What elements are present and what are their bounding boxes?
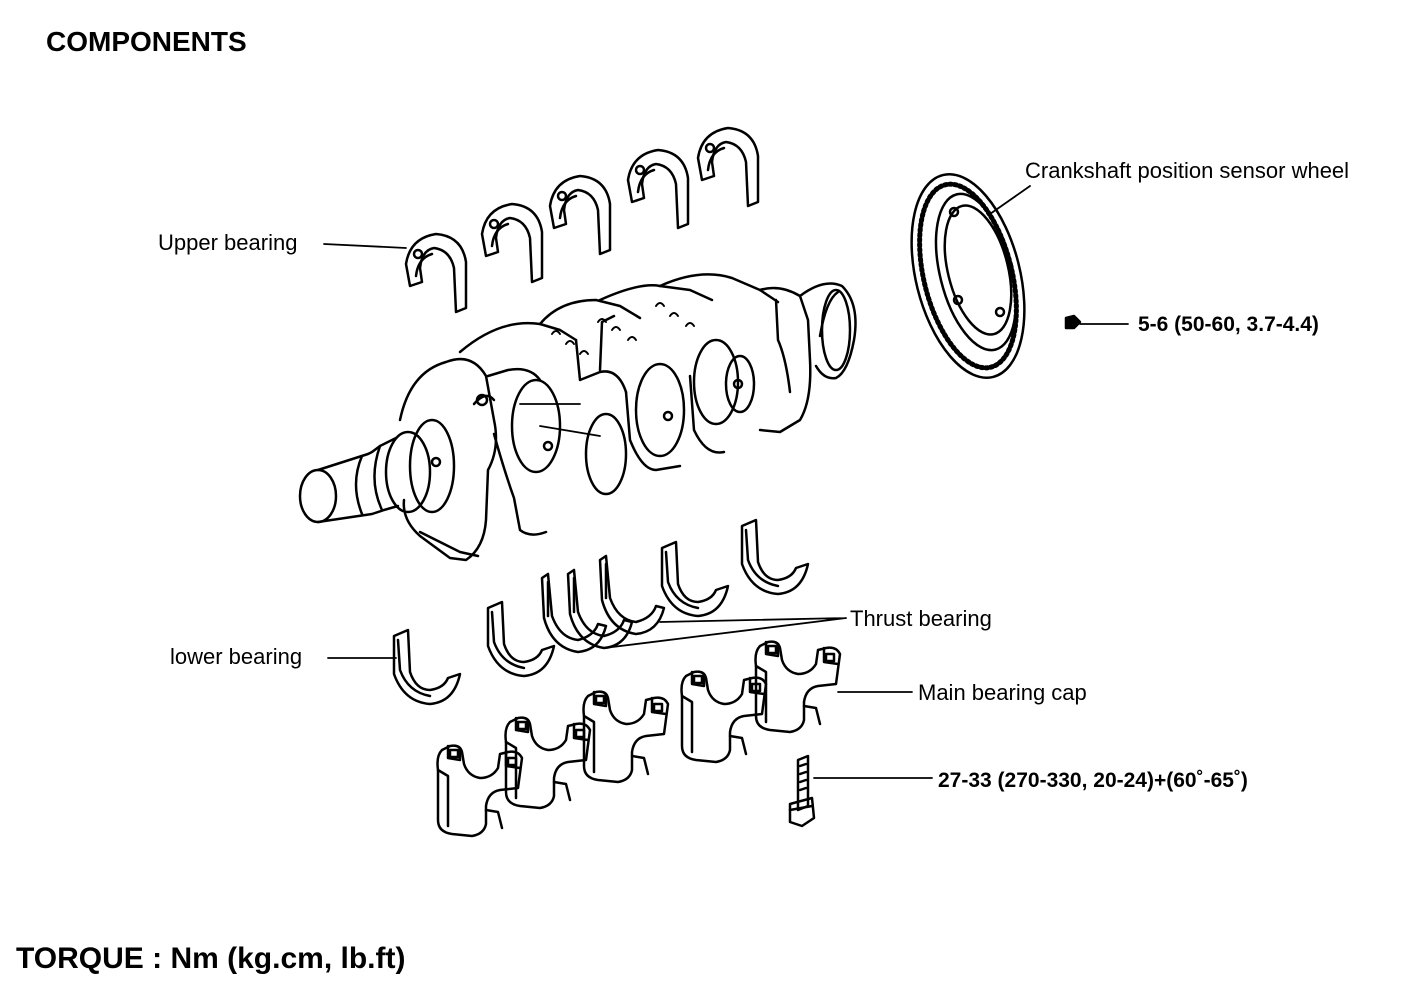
lower-bearing-shell xyxy=(392,628,462,706)
crankshaft xyxy=(298,273,857,562)
upper-bearing-shell xyxy=(404,232,468,314)
lower-bearing-shell xyxy=(740,518,810,596)
sensor-wheel-bolt-torque: 5-6 (50-60, 3.7-4.4) xyxy=(1138,313,1319,336)
thrust-bearing xyxy=(540,554,666,654)
lower-bearing-shell xyxy=(660,540,730,618)
main-bearing-cap-label: Main bearing cap xyxy=(918,680,1087,705)
main-cap-bolt xyxy=(788,754,816,828)
lower-bearing-label: lower bearing xyxy=(170,644,303,669)
torque-units-note: TORQUE : Nm (kg.cm, lb.ft) xyxy=(16,942,406,975)
main-bearing-cap-part xyxy=(680,670,768,764)
upper-bearing-shell xyxy=(480,202,544,284)
page-title: COMPONENTS xyxy=(46,26,247,57)
main-cap-bolt-torque: 27-33 (270-330, 20-24)+(60˚-65˚) xyxy=(938,769,1248,792)
upper-bearing-shell xyxy=(548,174,612,256)
main-bearing-cap-part xyxy=(754,640,842,734)
upper-bearing-shell xyxy=(696,126,760,208)
main-bearing-cap-part xyxy=(582,690,670,784)
upper-bearing-label: Upper bearing xyxy=(158,230,298,255)
main-bearing-cap-part xyxy=(436,744,524,838)
sensor-wheel-label: Crankshaft position sensor wheel xyxy=(1025,158,1350,183)
sensor-wheel-bolt xyxy=(1064,314,1082,330)
thrust-bearing-label: Thrust bearing xyxy=(850,606,992,631)
leader-lines xyxy=(323,185,1129,779)
main-bearing-cap-part xyxy=(504,716,592,810)
sensor-wheel xyxy=(910,173,1026,379)
upper-bearing-shell xyxy=(626,148,690,230)
